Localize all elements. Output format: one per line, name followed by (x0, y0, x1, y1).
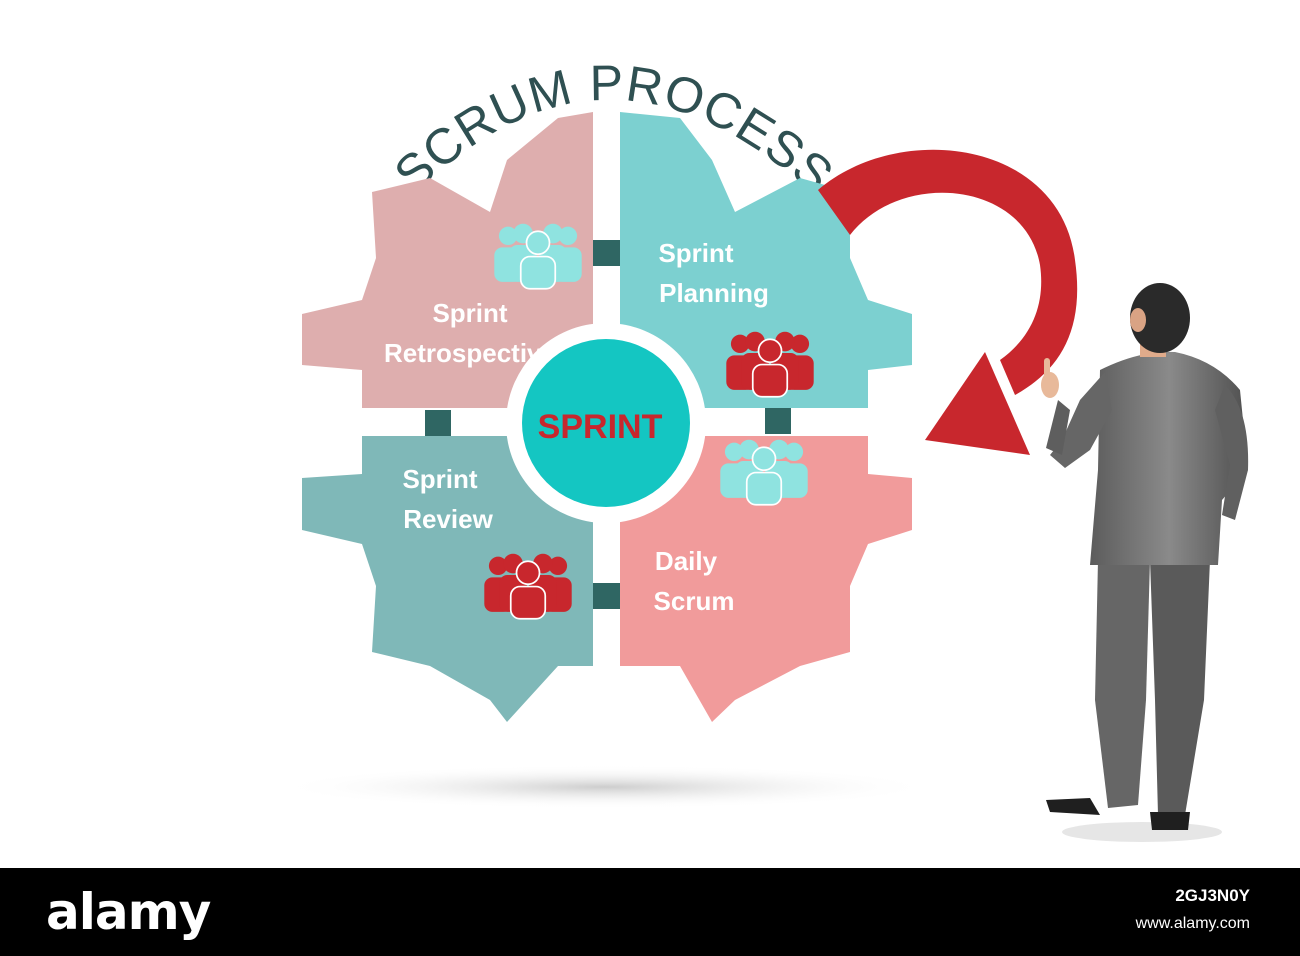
cycle-arrow (818, 149, 1078, 455)
gear-connector (765, 408, 791, 434)
gear-diagram: SprintRetrospectiveSprintPlanningSprintR… (302, 112, 912, 722)
gear-label-review-line1: Sprint (402, 464, 477, 494)
team-icon (719, 438, 809, 506)
businessman-figure (1041, 283, 1249, 842)
gear-connector (593, 583, 621, 609)
gear-connector (425, 410, 451, 436)
gear-label-review-line2: Review (403, 504, 493, 534)
gear-connectors (425, 240, 791, 609)
gear-label-planning-line2: Planning (659, 278, 769, 308)
center-label: SPRINT (538, 408, 663, 446)
gear-label-retrospective-line1: Sprint (432, 298, 507, 328)
team-icon (493, 222, 583, 290)
watermark-image-id: 2GJ3N0Y (1175, 886, 1250, 905)
team-icon (725, 330, 815, 398)
gear-shape-retrospective (302, 112, 593, 408)
diagram-title: SCRUM PROCESS (384, 55, 845, 204)
watermark-meta: 2GJ3N0Y www.alamy.com (1136, 882, 1250, 938)
gear-label-daily-line1: Daily (655, 546, 718, 576)
gear-shape-review (302, 436, 593, 722)
watermark-logo: alamy (46, 883, 211, 941)
gear-shape-planning (620, 112, 912, 408)
watermark-url: www.alamy.com (1135, 915, 1250, 932)
gear-label-planning-line1: Sprint (658, 238, 733, 268)
center-circle (522, 339, 690, 507)
gear-label-daily-line2: Scrum (654, 586, 735, 616)
floor-shadow (275, 765, 935, 809)
gear-shape-daily (620, 436, 912, 722)
watermark-footer: alamy 2GJ3N0Y www.alamy.com (0, 868, 1300, 956)
team-icon (483, 552, 573, 620)
gear-connector (593, 240, 621, 266)
